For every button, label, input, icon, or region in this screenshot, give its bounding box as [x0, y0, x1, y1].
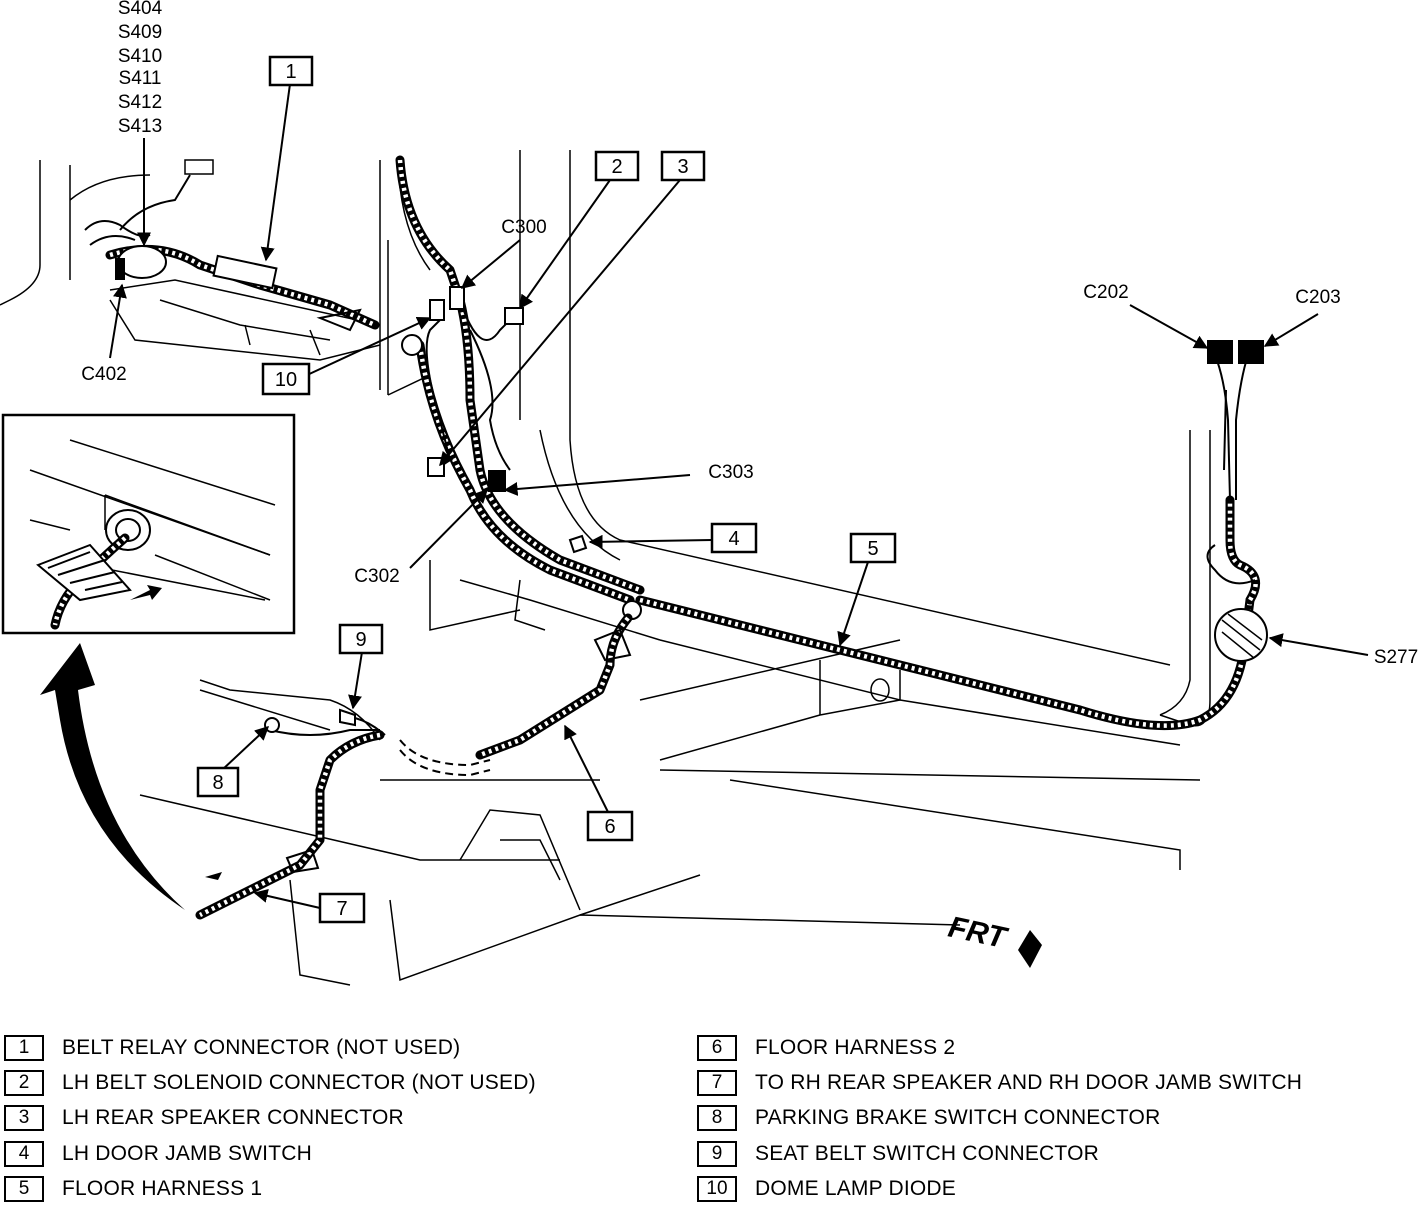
svg-text:2: 2 [611, 156, 622, 178]
label-c203: C203 [1295, 287, 1340, 308]
svg-text:9: 9 [355, 629, 366, 651]
legend-number: 2 [4, 1069, 44, 1096]
legend: 1 BELT RELAY CONNECTOR (NOT USED) 2 LH B… [0, 1030, 1424, 1206]
callout-4: 4 [710, 522, 758, 554]
label-c302: C302 [354, 566, 399, 587]
legend-number: 5 [4, 1175, 44, 1202]
splice-label-s409: S409 [118, 22, 162, 43]
legend-item-1: 1 BELT RELAY CONNECTOR (NOT USED) [4, 1030, 536, 1065]
c202-connector-icon [1207, 340, 1233, 364]
callout-2: 2 [594, 150, 640, 182]
legend-number: 1 [4, 1034, 44, 1061]
splice-label-s412: S412 [118, 92, 162, 113]
legend-item-4: 4 LH DOOR JAMB SWITCH [4, 1136, 536, 1171]
lh-rear-speaker-connector-icon [427, 457, 445, 477]
legend-text: DOME LAMP DIODE [755, 1176, 956, 1200]
frt-label: FRT [945, 911, 1011, 956]
parking-brake-connector-icon [264, 717, 280, 733]
legend-text: SEAT BELT SWITCH CONNECTOR [755, 1141, 1099, 1165]
legend-number: 8 [697, 1105, 737, 1132]
legend-number: 6 [697, 1034, 737, 1061]
legend-item-5: 5 FLOOR HARNESS 1 [4, 1171, 536, 1206]
legend-number: 4 [4, 1140, 44, 1167]
legend-column-left: 1 BELT RELAY CONNECTOR (NOT USED) 2 LH B… [4, 1030, 536, 1206]
c300-connector-icon [449, 286, 465, 310]
svg-text:6: 6 [604, 816, 615, 838]
legend-text: LH DOOR JAMB SWITCH [62, 1141, 312, 1165]
legend-text: TO RH REAR SPEAKER AND RH DOOR JAMB SWIT… [755, 1070, 1303, 1094]
svg-text:5: 5 [867, 538, 878, 560]
svg-text:4: 4 [728, 528, 739, 550]
legend-text: LH REAR SPEAKER CONNECTOR [62, 1106, 404, 1130]
callout-leaders [109, 83, 1369, 909]
callout-7: 7 [318, 892, 366, 924]
front-arrow-icon [1018, 930, 1042, 968]
legend-column-right: 6 FLOOR HARNESS 2 7 TO RH REAR SPEAKER A… [697, 1030, 1302, 1206]
svg-text:1: 1 [285, 61, 296, 83]
label-s277: S277 [1374, 647, 1418, 668]
splice-label-s413: S413 [118, 116, 162, 137]
splice-label-s410: S410 [118, 46, 162, 67]
wiring-diagram: S404 S409 S410 S411 S412 S413 C402 C300 … [0, 0, 1418, 986]
legend-text: PARKING BRAKE SWITCH CONNECTOR [755, 1106, 1161, 1130]
callout-6: 6 [586, 810, 634, 842]
splice-pack-s404-icon [117, 245, 167, 279]
legend-item-6: 6 FLOOR HARNESS 2 [697, 1030, 1302, 1065]
svg-text:7: 7 [336, 898, 347, 920]
seat-belt-switch-connector-icon [339, 708, 356, 727]
callout-9: 9 [338, 623, 384, 655]
svg-text:10: 10 [275, 369, 297, 391]
connector-labels: C402 C300 C303 C302 C202 C203 S277 [81, 217, 1418, 668]
splice-label-s411: S411 [119, 68, 162, 89]
callout-10: 10 [261, 362, 311, 396]
lh-door-jamb-switch-icon [568, 534, 588, 554]
callout-1: 1 [268, 55, 314, 87]
legend-number: 7 [697, 1069, 737, 1096]
front-direction-indicator: FRT [945, 911, 1042, 968]
svg-text:3: 3 [677, 156, 688, 178]
svg-text:8: 8 [212, 772, 223, 794]
splice-label-s404: S404 [118, 0, 163, 19]
legend-item-2: 2 LH BELT SOLENOID CONNECTOR (NOT USED) [4, 1065, 536, 1100]
lh-belt-solenoid-connector-icon [504, 307, 524, 325]
label-c300: C300 [501, 217, 546, 238]
c303-connector-icon [488, 470, 506, 492]
splice-list-top-left: S404 S409 S410 S411 S412 S413 [118, 0, 163, 137]
legend-number: 3 [4, 1105, 44, 1132]
legend-item-7: 7 TO RH REAR SPEAKER AND RH DOOR JAMB SW… [697, 1065, 1302, 1100]
inset-detail [1, 413, 296, 910]
callout-boxes: 1 2 3 4 5 6 7 8 [196, 55, 897, 924]
legend-item-9: 9 SEAT BELT SWITCH CONNECTOR [697, 1136, 1302, 1171]
legend-number: 10 [697, 1175, 737, 1202]
wiring-harnesses [84, 155, 1268, 920]
legend-item-8: 8 PARKING BRAKE SWITCH CONNECTOR [697, 1101, 1302, 1136]
c402-connector-icon [115, 258, 125, 280]
label-c202: C202 [1083, 282, 1128, 303]
legend-text: FLOOR HARNESS 1 [62, 1176, 263, 1200]
dome-lamp-diode-icon [401, 334, 423, 356]
label-c303: C303 [708, 462, 753, 483]
c203-connector-icon [1238, 340, 1264, 364]
label-c402: C402 [81, 364, 126, 385]
legend-item-3: 3 LH REAR SPEAKER CONNECTOR [4, 1101, 536, 1136]
callout-3: 3 [660, 150, 706, 182]
callout-8: 8 [196, 766, 240, 798]
legend-text: FLOOR HARNESS 2 [755, 1035, 956, 1059]
legend-text: LH BELT SOLENOID CONNECTOR (NOT USED) [62, 1070, 536, 1094]
legend-number: 9 [697, 1140, 737, 1167]
belt-relay-connector-icon [212, 254, 278, 290]
legend-item-10: 10 DOME LAMP DIODE [697, 1171, 1302, 1206]
callout-5: 5 [849, 532, 897, 564]
legend-text: BELT RELAY CONNECTOR (NOT USED) [62, 1035, 461, 1059]
